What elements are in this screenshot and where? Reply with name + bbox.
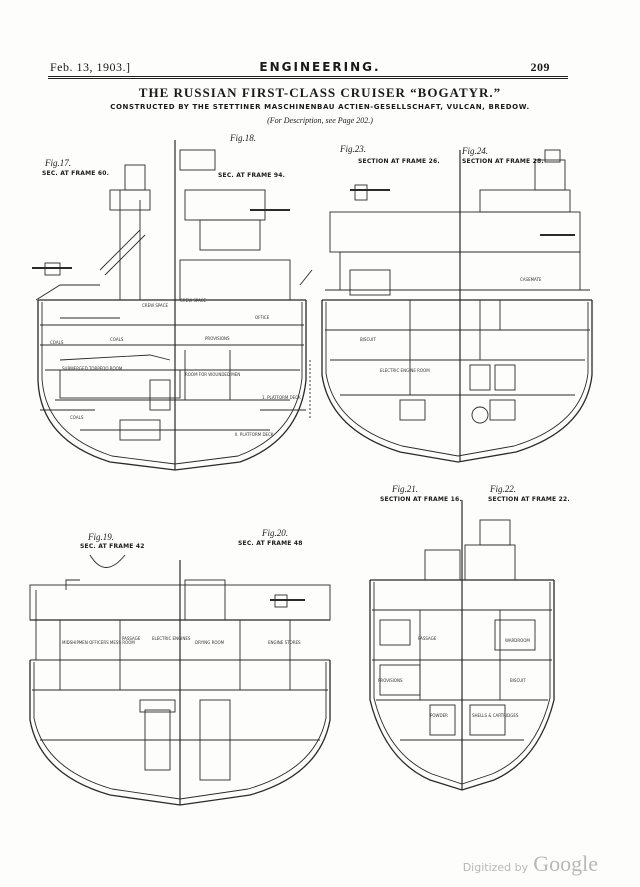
room-label: OFFICE <box>255 315 270 320</box>
room-label: CREW SPACE <box>180 298 207 303</box>
header-date: Feb. 13, 1903.] <box>50 60 131 74</box>
room-label: PROVISIONS <box>205 336 230 341</box>
hull-section-fig19-20 <box>29 554 331 806</box>
room-label: 1. PLATFORM DECK <box>262 395 301 400</box>
room-label: ROOM FOR WOUNDED MEN <box>185 372 241 377</box>
fig24-caption: SECTION AT FRAME 28. <box>462 158 544 165</box>
fig18-caption: SEC. AT FRAME 94. <box>218 172 286 179</box>
google-logo: Google <box>533 851 598 876</box>
fig17-label: Fig.17. <box>45 158 71 168</box>
fig17-caption: SEC. AT FRAME 60. <box>42 170 110 177</box>
digitized-by-google-watermark: Digitized by Google <box>463 851 598 877</box>
room-label: SHELLS & CARTRIDGES <box>472 713 519 718</box>
header-journal-title: ENGINEERING. <box>259 60 381 74</box>
room-label: BISCUIT <box>360 337 376 342</box>
fig21-label: Fig.21. <box>392 484 418 494</box>
room-label: CREW SPACE <box>142 303 169 308</box>
hull-section-fig17-18 <box>32 140 313 471</box>
room-label: ENGINE STORES <box>268 640 301 645</box>
room-label: COALS <box>50 340 64 345</box>
article-description-note: (For Description, see Page 202.) <box>267 116 373 125</box>
room-label: II. PLATFORM DECK <box>235 432 274 437</box>
room-label: COALS <box>110 337 124 342</box>
hull-section-fig23-24 <box>321 149 593 463</box>
fig18-label: Fig.18. <box>230 133 256 143</box>
room-label: PASSAGE <box>122 636 141 641</box>
header-rule <box>48 76 568 77</box>
room-label: PROVISIONS <box>378 678 403 683</box>
article-title: THE RUSSIAN FIRST-CLASS CRUISER “BOGATYR… <box>138 85 502 100</box>
watermark-prefix: Digitized by <box>462 861 529 874</box>
fig20-label: Fig.20. <box>262 528 288 538</box>
fig22-caption: SECTION AT FRAME 22. <box>488 496 570 503</box>
fig20-caption: SEC. AT FRAME 48 <box>238 540 303 547</box>
room-label: COALS <box>70 415 84 420</box>
room-label: MIDSHIPMEN OFFICERS MESS ROOM <box>62 640 135 645</box>
room-label: WARDROOM <box>505 638 530 643</box>
room-label: CASEMATE <box>520 277 542 282</box>
room-label: BISCUIT <box>510 678 526 683</box>
fig23-label: Fig.23. <box>340 144 366 154</box>
fig22-label: Fig.22. <box>490 484 516 494</box>
header-rule-second <box>48 78 568 79</box>
room-label: POWDER <box>430 713 448 718</box>
fig19-caption: SEC. AT FRAME 42 <box>80 543 145 550</box>
fig19-label: Fig.19. <box>88 532 114 542</box>
room-label: ELECTRIC ENGINES <box>152 636 191 641</box>
header-page-number: 209 <box>530 60 550 74</box>
room-label: ELECTRIC ENGINE ROOM <box>380 368 430 373</box>
room-label: SUBMERGED TORPEDO ROOM <box>62 366 123 371</box>
fig23-caption: SECTION AT FRAME 26. <box>358 158 440 165</box>
hull-section-fig21-22 <box>369 500 555 791</box>
room-label: DRYING ROOM <box>195 640 225 645</box>
article-subtitle: CONSTRUCTED BY THE STETTINER MASCHINENBA… <box>110 103 530 111</box>
fig24-label: Fig.24. <box>462 146 488 156</box>
room-label: PASSAGE <box>418 636 437 641</box>
fig21-caption: SECTION AT FRAME 16. <box>380 496 462 503</box>
